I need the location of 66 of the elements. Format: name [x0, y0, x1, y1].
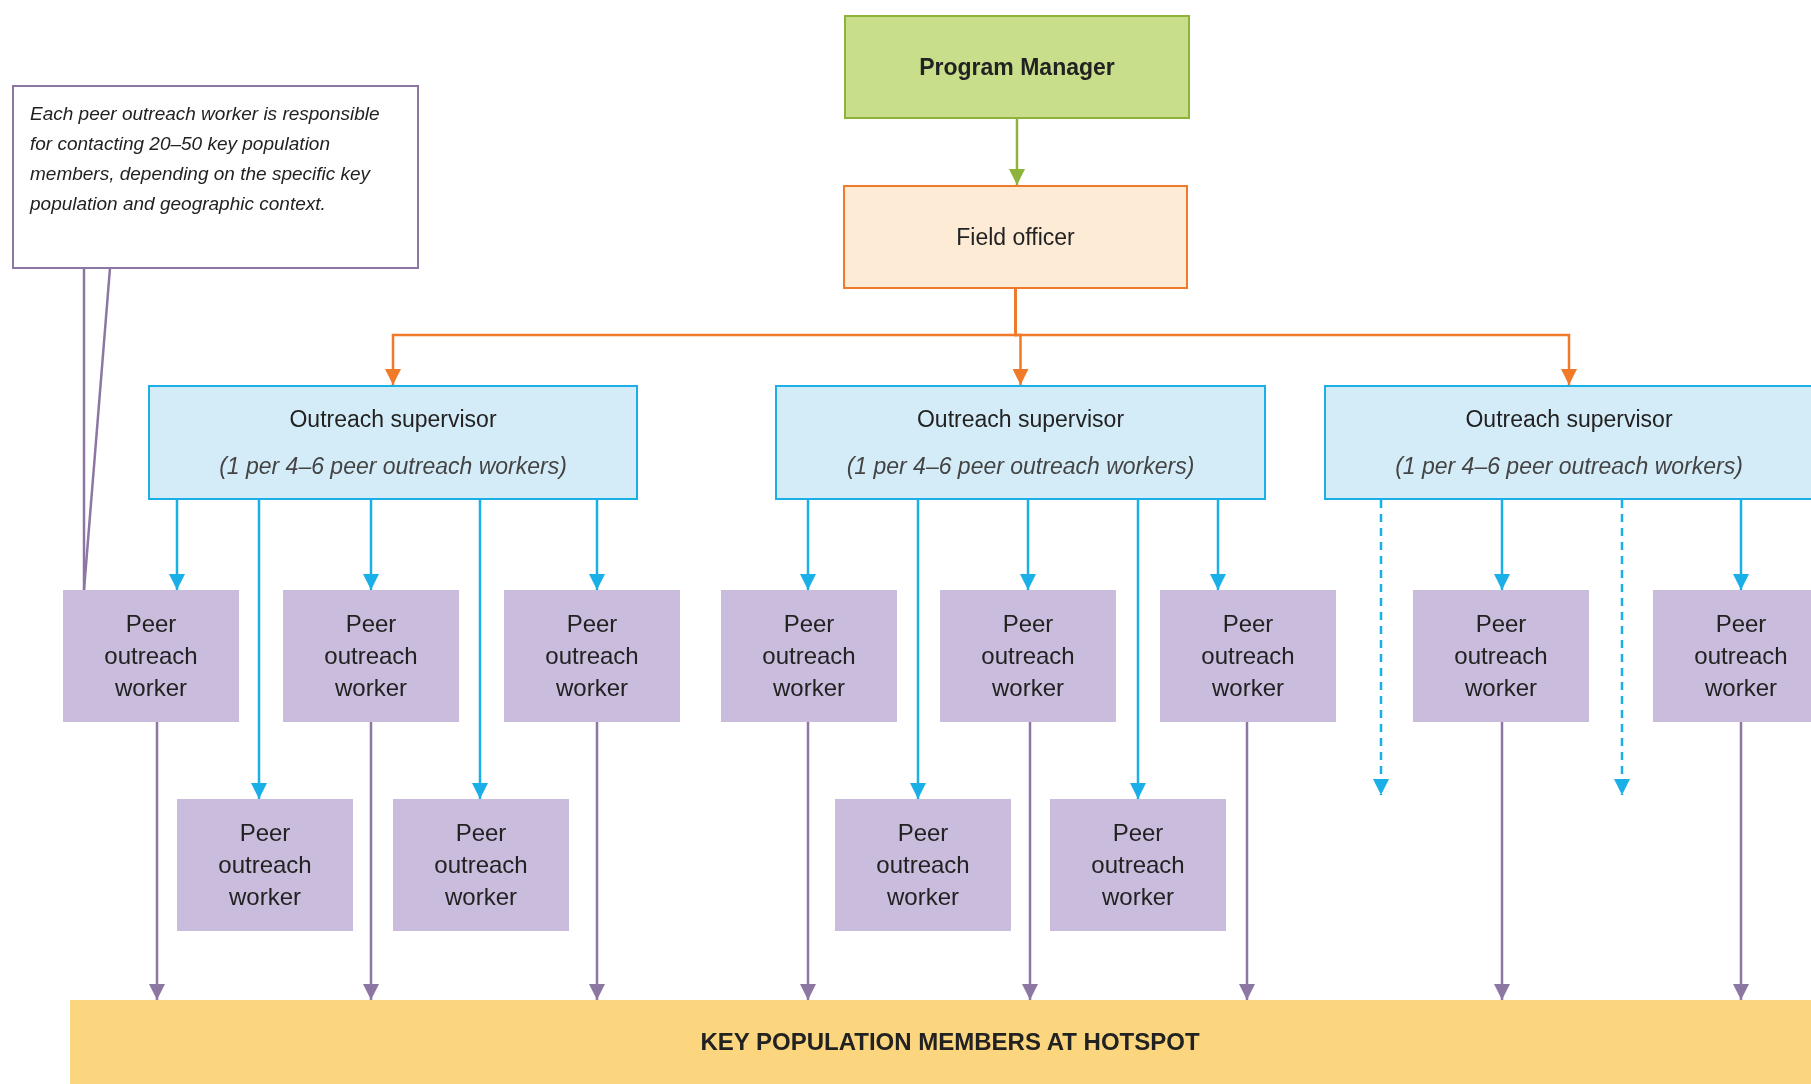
worker-box	[940, 590, 1116, 722]
node-label: Outreach supervisor	[1465, 405, 1673, 434]
arrow	[1022, 722, 1038, 1000]
node-note: (1 per 4–6 peer outreach workers)	[846, 451, 1195, 481]
arrow	[251, 500, 267, 799]
supervisor-box	[1324, 385, 1811, 500]
node-label: Peer outreach worker	[103, 609, 199, 703]
supervisor-box	[775, 385, 1266, 500]
arrow	[800, 500, 816, 590]
worker-box	[63, 590, 239, 722]
worker-box	[721, 590, 897, 722]
arrow	[472, 500, 488, 799]
worker-box	[1653, 590, 1811, 722]
node-note: (1 per 4–6 peer outreach workers)	[1395, 451, 1743, 481]
population-band	[70, 1000, 1811, 1084]
arrow	[1733, 722, 1749, 1000]
arrow	[1009, 119, 1025, 185]
arrow	[363, 722, 379, 1000]
worker-box	[504, 590, 680, 722]
node-label: Peer outreach worker	[1200, 609, 1296, 703]
arrow	[1130, 500, 1146, 799]
node-label: Peer outreach worker	[544, 609, 640, 703]
arrow	[1494, 500, 1510, 590]
arrow	[589, 500, 605, 590]
node-label: Peer outreach worker	[875, 818, 971, 912]
arrow	[800, 722, 816, 1000]
arrow	[1020, 500, 1036, 590]
worker-box	[835, 799, 1011, 931]
callout-box	[12, 85, 419, 269]
node-label: KEY POPULATION MEMBERS AT HOTSPOT	[700, 1027, 1200, 1057]
node-label: Peer outreach worker	[980, 609, 1076, 703]
node-label: Each peer outreach worker is responsible for contacting 20–50 key population members, depending on the specific key population and geographic context.	[30, 103, 380, 214]
arrow	[169, 500, 185, 590]
worker-box	[1160, 590, 1336, 722]
arrow	[363, 500, 379, 590]
arrow	[1014, 289, 1577, 385]
node-label: Outreach supervisor	[916, 405, 1125, 434]
node-label: Peer outreach worker	[1693, 609, 1789, 703]
node-label: Peer outreach worker	[761, 609, 857, 703]
node-label: Peer outreach worker	[217, 818, 313, 912]
node-label: Peer outreach worker	[433, 818, 529, 912]
node-label: Outreach supervisor	[289, 405, 497, 434]
arrow	[1239, 722, 1255, 1000]
officer-box	[843, 185, 1188, 289]
arrow	[1733, 500, 1749, 590]
manager-box	[844, 15, 1190, 119]
node-label: Peer outreach worker	[1090, 818, 1186, 912]
node-label: Peer outreach worker	[323, 609, 419, 703]
node-note: (1 per 4–6 peer outreach workers)	[219, 451, 567, 481]
arrow	[910, 500, 926, 799]
arrow	[1614, 500, 1630, 795]
arrow	[149, 722, 165, 1000]
node-label: Peer outreach worker	[1453, 609, 1549, 703]
arrow	[589, 722, 605, 1000]
worker-box	[393, 799, 569, 931]
leader-line	[82, 267, 112, 591]
worker-box	[1050, 799, 1226, 931]
node-label: Program Manager	[919, 52, 1115, 82]
arrow	[1494, 722, 1510, 1000]
arrow	[1373, 500, 1389, 795]
supervisor-box	[148, 385, 638, 500]
arrow	[1210, 500, 1226, 590]
worker-box	[283, 590, 459, 722]
worker-box	[1413, 590, 1589, 722]
node-label: Field officer	[956, 222, 1075, 252]
worker-box	[177, 799, 353, 931]
